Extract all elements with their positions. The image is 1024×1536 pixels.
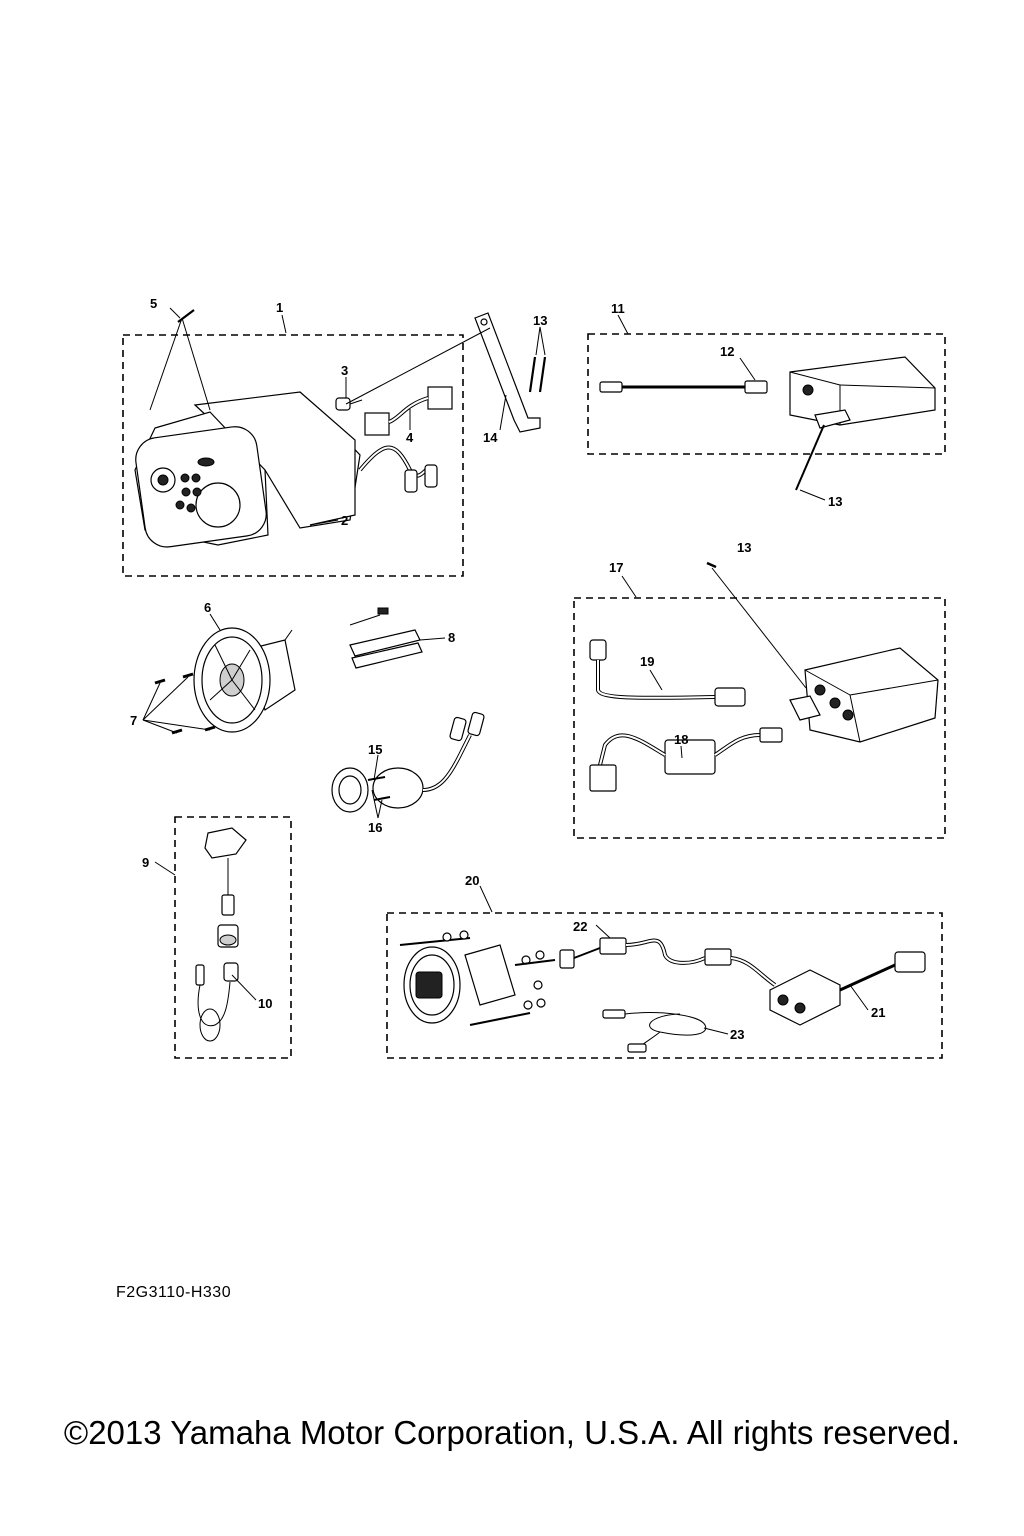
callout-6: 6 — [204, 600, 211, 615]
led-strip-8-drawing — [349, 607, 423, 669]
callout-22: 22 — [573, 919, 587, 934]
callout-17: 17 — [609, 560, 623, 575]
receiver-box-11-drawing — [789, 356, 936, 429]
group-box-1 — [122, 334, 464, 577]
callout-8: 8 — [448, 630, 455, 645]
screws-13-drawing — [528, 356, 547, 393]
callout-7: 7 — [130, 713, 137, 728]
screw-13-right — [795, 424, 825, 491]
group-box-9 — [174, 816, 292, 1059]
wiring-harness-drawing — [358, 386, 453, 493]
callout-1: 1 — [276, 300, 283, 315]
screw-5-drawing — [177, 309, 195, 323]
screw-13-module — [706, 561, 717, 569]
callout-12: 12 — [720, 344, 734, 359]
callout-9: 9 — [142, 855, 149, 870]
bracket-14-drawing — [474, 312, 541, 433]
callout-19: 19 — [640, 654, 654, 669]
group-box-17 — [573, 597, 946, 839]
speaker-6-drawing — [193, 627, 296, 733]
cable-12-drawing — [599, 380, 768, 394]
callout-16: 16 — [368, 820, 382, 835]
leader-lines — [142, 307, 869, 1035]
module-17-drawing — [789, 647, 939, 743]
callout-10: 10 — [258, 996, 272, 1011]
antenna-plug-drawing — [335, 397, 363, 411]
callout-15: 15 — [368, 742, 382, 757]
cable-10-drawing — [195, 962, 239, 1042]
callout-23: 23 — [730, 1027, 744, 1042]
callout-18: 18 — [674, 732, 688, 747]
junction-21-drawing — [730, 951, 926, 1026]
callout-14: 14 — [483, 430, 498, 445]
callout-11: 11 — [611, 301, 625, 316]
group-box-11 — [587, 333, 946, 455]
gauge-15-drawing — [331, 711, 485, 813]
callout-3: 3 — [341, 363, 348, 378]
harness-18-drawing — [589, 727, 783, 792]
callout-4: 4 — [406, 430, 414, 445]
cable-19-drawing — [589, 639, 746, 707]
callout-5: 5 — [150, 296, 157, 311]
stereo-head-unit-drawing — [134, 391, 361, 548]
group-box-20 — [386, 912, 943, 1059]
copyright-notice: ©2013 Yamaha Motor Corporation, U.S.A. A… — [63, 1414, 961, 1451]
callout-21: 21 — [871, 1005, 885, 1020]
screws-16-drawing — [367, 776, 391, 801]
callout-2: 2 — [341, 513, 348, 528]
callout-13-module: 13 — [737, 540, 751, 555]
cable-23-drawing — [602, 1009, 707, 1053]
callout-13-receiver: 13 — [828, 494, 842, 509]
callout-13-bracket: 13 — [533, 313, 547, 328]
cable-22-drawing — [559, 937, 732, 969]
diagram-code: F2G3110-H330 — [116, 1284, 232, 1301]
digital-gauge-20-drawing — [399, 930, 556, 1026]
antenna-9-drawing — [204, 827, 247, 948]
callout-20: 20 — [465, 873, 479, 888]
